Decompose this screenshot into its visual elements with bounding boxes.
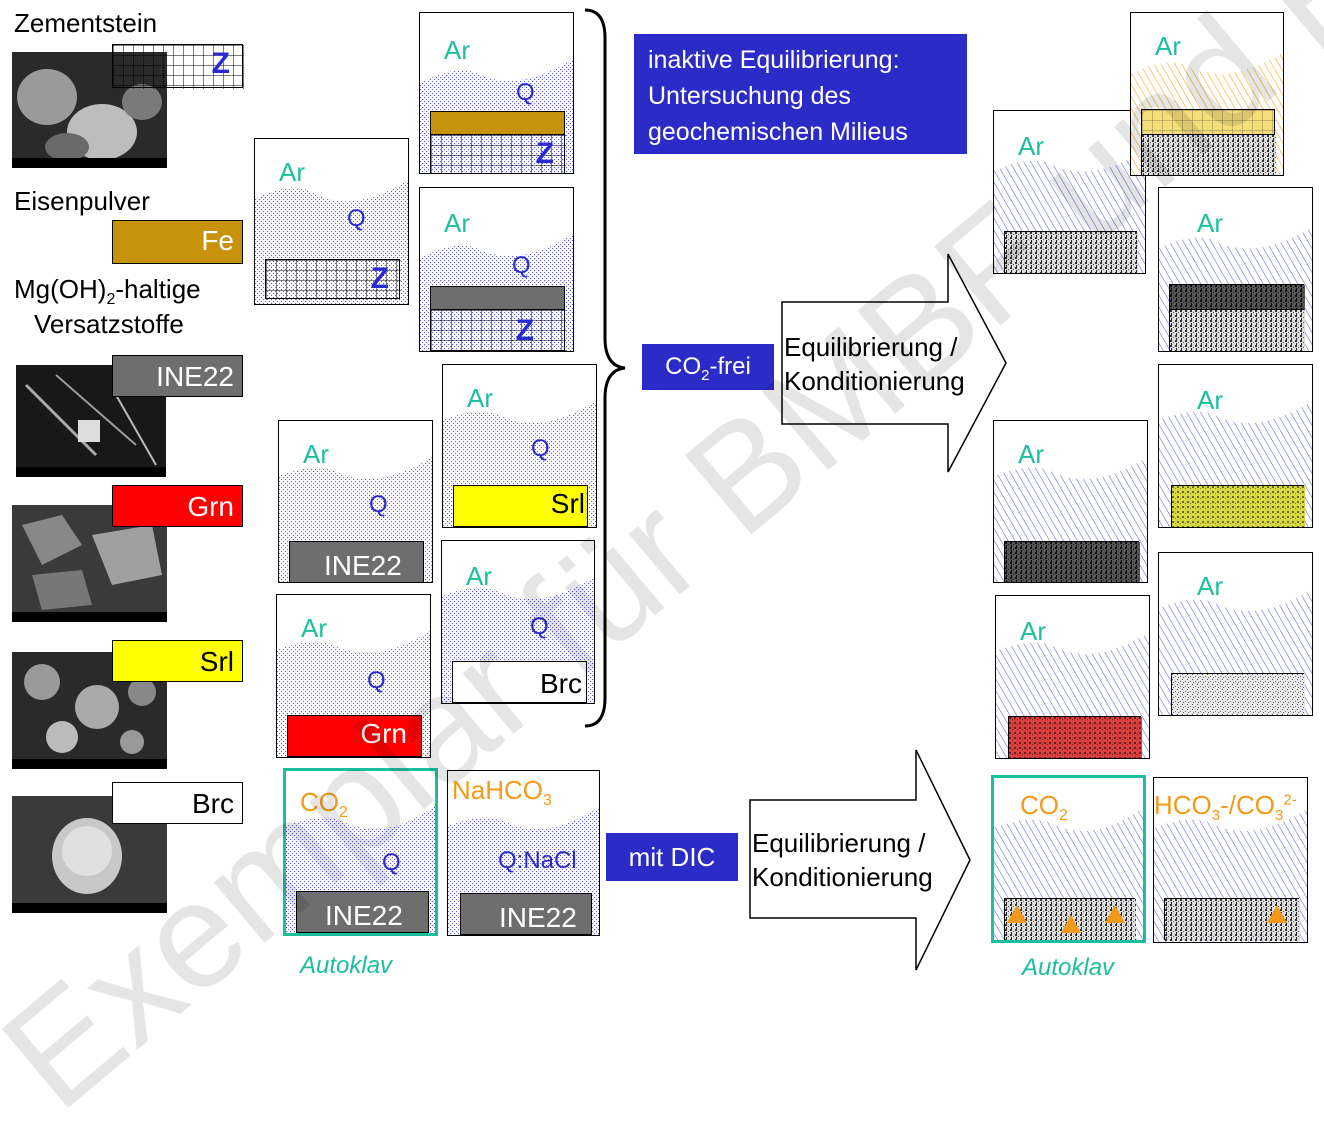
iron-label: Eisenpulver — [14, 186, 150, 216]
mg-label-line2: Versatzstoffe — [34, 309, 184, 339]
result-jar-hco3: HCO3-/CO32- — [1153, 777, 1308, 943]
grn-tag: Grn — [112, 485, 243, 527]
result-jar-brc: Ar — [1158, 552, 1313, 716]
jar-ine-cement: Ar Q Z — [419, 187, 574, 352]
autoklav-label-left: Autoklav — [300, 952, 393, 979]
result-jar-iron-cement: Ar — [1130, 12, 1284, 176]
ine22-tag: INE22 — [112, 355, 243, 397]
cement-label: Zementstein — [14, 8, 158, 38]
result-jar-cement: Ar — [993, 110, 1146, 274]
jar-iron-cement: Ar Q Z — [419, 12, 574, 174]
jar-grn: Ar Q Grn — [276, 594, 431, 758]
co2-free-box: CO2-frei — [642, 344, 774, 390]
jar-nahco3: NaHCO3 Q:NaCl INE22 — [447, 770, 600, 936]
srl-sem-image — [12, 652, 167, 769]
jar-autoklav-co2: CO2 Q INE22 — [283, 768, 438, 936]
mg-label-line1: Mg(OH)2-haltige — [14, 274, 201, 309]
autoklav-label-right: Autoklav — [1022, 954, 1115, 981]
iron-tag: Fe — [112, 220, 243, 264]
with-dic-box: mit DIC — [606, 833, 738, 881]
upper-arrow-text: Equilibrierung /Konditionierung — [784, 332, 965, 396]
jar-ine22: Ar Q INE22 — [278, 420, 433, 583]
lower-arrow — [749, 749, 971, 971]
jar-brc: Ar Q Brc — [441, 540, 595, 704]
result-jar-srl: Ar — [1158, 364, 1313, 528]
result-jar-ine22: Ar — [993, 420, 1148, 583]
result-jar-grn: Ar — [995, 595, 1150, 759]
brc-tag: Brc — [112, 782, 243, 824]
cement-tag: Z — [112, 44, 244, 89]
upper-arrow — [781, 253, 1007, 473]
curly-brace — [584, 8, 626, 728]
result-jar-ine-cement: Ar — [1158, 187, 1313, 352]
jar-srl: Ar Q Srl — [442, 364, 597, 528]
srl-tag: Srl — [112, 640, 243, 682]
jar-cement: Ar Q Z — [254, 138, 409, 305]
lower-arrow-text: Equilibrierung /Konditionierung — [752, 828, 933, 892]
result-jar-autoklav-co2: CO2 — [991, 775, 1146, 943]
inactive-equilibration-box: inaktive Equilibrierung:Untersuchung des… — [634, 34, 967, 154]
